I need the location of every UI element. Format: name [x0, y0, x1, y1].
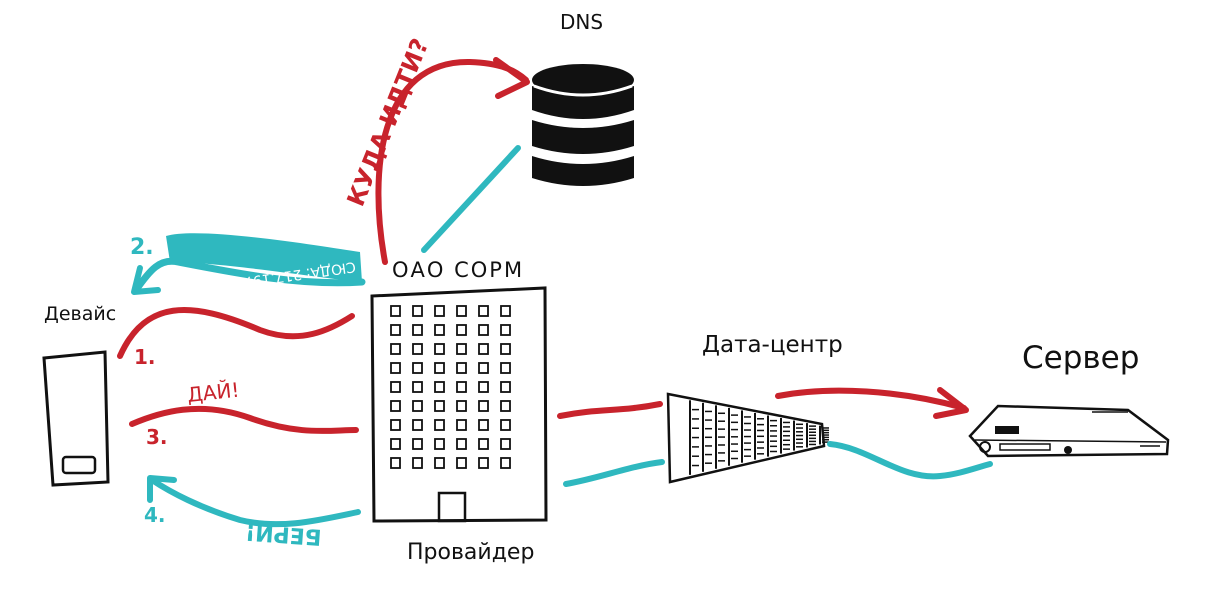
device-label: Девайс [44, 303, 117, 325]
building-window [456, 381, 467, 393]
building-window [500, 457, 511, 469]
building-window [478, 457, 489, 469]
provider-datacenter-request [557, 401, 663, 419]
dns-query-label: КУДА ИДТИ? [342, 34, 435, 210]
building-window [412, 324, 423, 336]
building-window [412, 400, 423, 412]
building-window [500, 343, 511, 355]
building-window [500, 419, 511, 431]
step2-number: 2. [130, 235, 154, 260]
building-window [412, 305, 423, 317]
building-window [500, 438, 511, 450]
datacenter-rack-icon [666, 392, 829, 484]
building-window [478, 305, 489, 317]
provider-label: Провайдер [407, 540, 535, 565]
building-window [434, 324, 445, 336]
server-label: Сервер [1022, 340, 1140, 376]
server-unit-icon [968, 404, 1170, 458]
building-window [478, 400, 489, 412]
building-window [412, 381, 423, 393]
building-window [478, 324, 489, 336]
dns-answer-arrow [132, 257, 366, 294]
step4-response-arrow [149, 477, 361, 528]
building-window [500, 362, 511, 374]
building-window [478, 343, 489, 355]
building-window [478, 381, 489, 393]
building-window [390, 381, 401, 393]
building-window [434, 362, 445, 374]
building-window [390, 438, 401, 450]
request-label: ДАЙ! [186, 378, 241, 407]
building-window [434, 438, 445, 450]
building-window [390, 400, 401, 412]
building-window [434, 400, 445, 412]
step1-request-line [117, 307, 355, 359]
building-window [478, 438, 489, 450]
provider-building-icon [370, 286, 548, 523]
building-window [456, 419, 467, 431]
building-window [500, 305, 511, 317]
building-window [478, 362, 489, 374]
building-window [434, 305, 445, 317]
building-window [390, 305, 401, 317]
building-window [434, 419, 445, 431]
step4-number: 4. [144, 503, 166, 527]
building-window [390, 419, 401, 431]
building-windows [390, 305, 511, 469]
server-datacenter-response [827, 441, 993, 480]
building-window [500, 381, 511, 393]
building-window [412, 438, 423, 450]
dns-label: DNS [560, 10, 604, 34]
dns-database-icon [532, 64, 634, 186]
building-window [434, 457, 445, 469]
dns-answer-banner [166, 233, 362, 282]
building-window [478, 419, 489, 431]
building-window [456, 343, 467, 355]
building-window [412, 457, 423, 469]
building-window [456, 438, 467, 450]
building-window [412, 419, 423, 431]
provider-company-label: ОАО СОРМ [392, 258, 525, 282]
building-window [390, 457, 401, 469]
building-window [434, 343, 445, 355]
rack-slots [689, 400, 829, 475]
dns-reply-line [421, 145, 521, 253]
building-window [412, 343, 423, 355]
datacenter-server-request [775, 387, 967, 411]
building-window [456, 400, 467, 412]
building-window [434, 381, 445, 393]
building-door [437, 491, 467, 523]
building-window [390, 362, 401, 374]
building-window [412, 362, 423, 374]
step3-number: 3. [146, 425, 168, 449]
building-window [456, 324, 467, 336]
datacenter-provider-response [563, 459, 665, 487]
building-window [456, 305, 467, 317]
datacenter-label: Дата-центр [702, 332, 843, 358]
device-phone-icon [42, 350, 110, 487]
step1-number: 1. [134, 345, 156, 369]
building-window [456, 362, 467, 374]
step3-request-line [129, 405, 359, 434]
building-window [500, 324, 511, 336]
building-window [390, 324, 401, 336]
building-window [500, 400, 511, 412]
building-window [390, 343, 401, 355]
response-label: БЕРИ! [244, 519, 322, 549]
building-window [456, 457, 467, 469]
